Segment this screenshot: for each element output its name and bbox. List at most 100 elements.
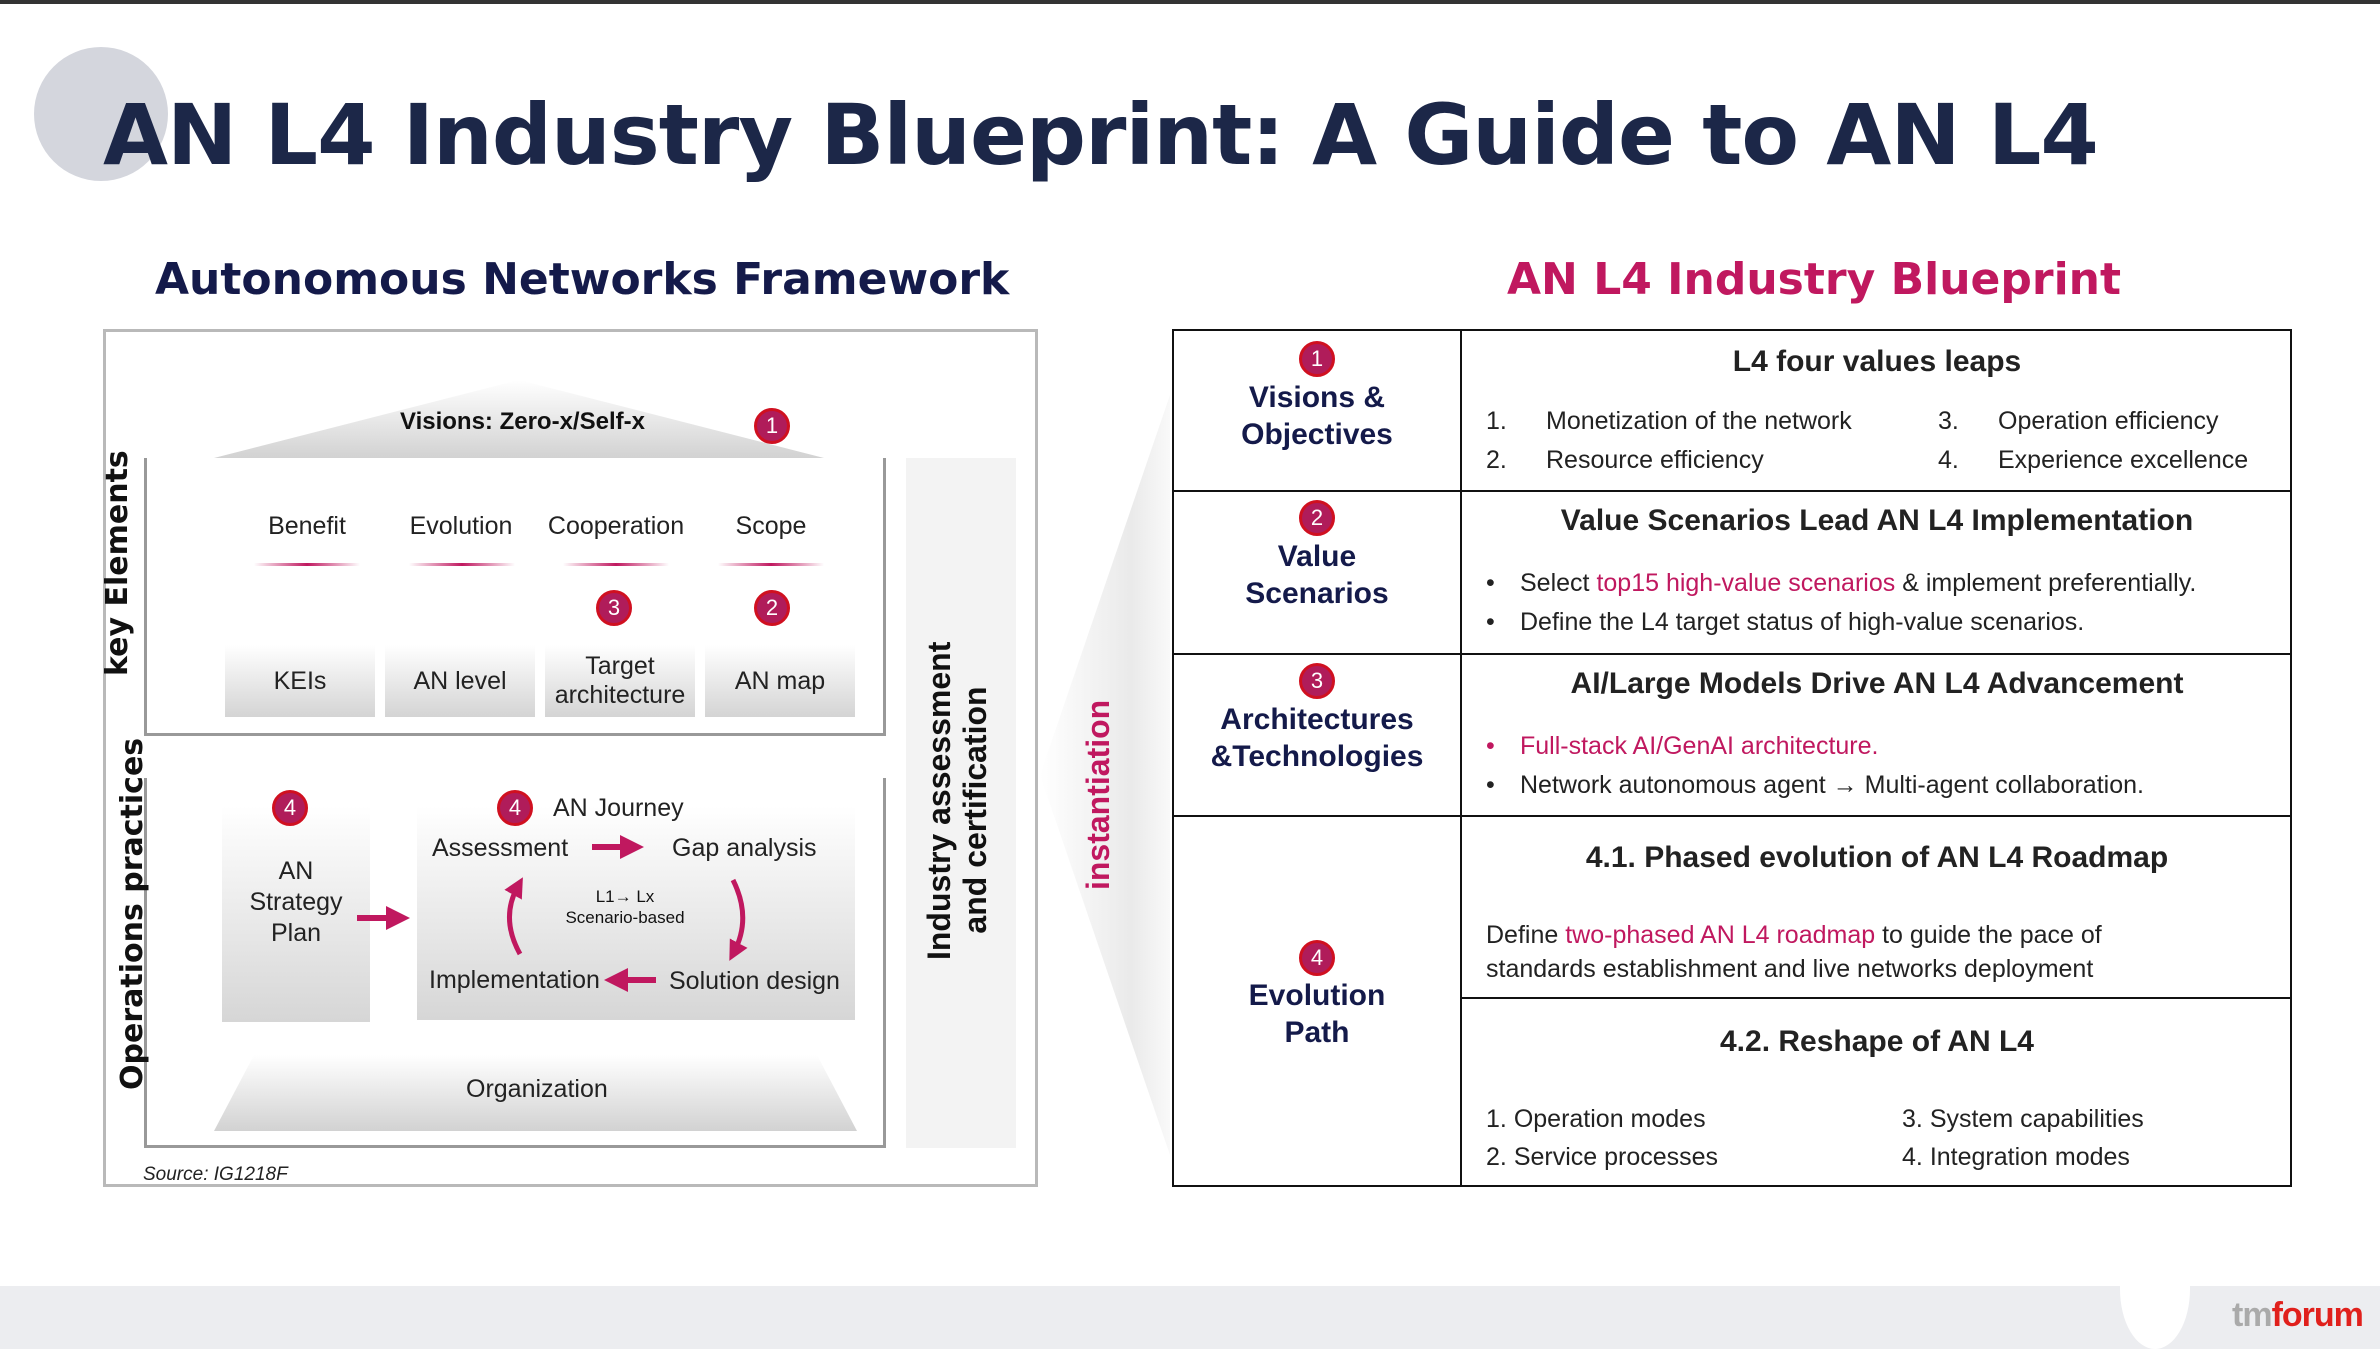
row-label-evolution: Evolution Path	[1174, 977, 1460, 1051]
industry-assessment-column	[906, 458, 1016, 1148]
key-element-target-architecture: Target architecture	[545, 645, 695, 717]
roadmap-text-part: to guide the pace of	[1875, 921, 2102, 949]
divider-line	[718, 563, 824, 566]
value-item: 4.Experience excellence	[1938, 446, 2248, 475]
strategy-plan-text: AN Strategy Plan	[222, 856, 370, 949]
key-element-benefit: Benefit	[268, 512, 346, 540]
journey-implementation: Implementation	[429, 966, 600, 994]
value-item: 2. Resource efficiency	[1486, 446, 1764, 475]
key-element-cooperation: Cooperation	[547, 512, 685, 540]
top-border	[0, 0, 2380, 4]
item-number: 3.	[1938, 407, 1959, 435]
item-number: 4.	[1938, 446, 1959, 474]
row-label-line: &Technologies	[1210, 740, 1424, 773]
badge-3: 3	[596, 590, 632, 626]
row-label-line: Value	[1277, 540, 1357, 573]
item-text: Service processes	[1513, 1143, 1719, 1171]
industry-assessment-label: Industry assessment and certification	[921, 642, 1001, 960]
roadmap-text-line2: standards establishment and live network…	[1486, 955, 2094, 983]
sub-heading-roadmap: 4.1. Phased evolution of AN L4 Roadmap	[1585, 841, 2169, 874]
badge-1: 1	[1299, 341, 1335, 377]
vision-roof	[214, 380, 824, 458]
row-heading-value-scenarios: Value Scenarios Lead AN L4 Implementatio…	[1560, 504, 2194, 537]
bullet-text: Network autonomous agent → Multi-agent c…	[1520, 771, 2144, 799]
decorative-circle	[34, 47, 168, 181]
table-row-evolution: 4 Evolution Path 4.1. Phased evolution o…	[1174, 817, 2292, 1185]
table-row-value-scenarios: 2 Value Scenarios Value Scenarios Lead A…	[1174, 492, 2290, 655]
sub-heading-reshape: 4.2. Reshape of AN L4	[1720, 1025, 2034, 1058]
reshape-item: 4. Integration modes	[1902, 1143, 2130, 1172]
journey-center-line: L1→ Lx	[595, 887, 655, 906]
logo-forum: forum	[2271, 1296, 2364, 1334]
reshape-item: 2. Service processes	[1486, 1143, 1718, 1172]
item-number: 2.	[1486, 446, 1507, 474]
item-text: System capabilities	[1929, 1105, 2144, 1133]
reshape-item: 3. System capabilities	[1902, 1105, 2144, 1134]
divider-line	[409, 563, 515, 566]
bullet-text: Full-stack AI/GenAI architecture.	[1520, 732, 1879, 760]
page-title: AN L4 Industry Blueprint: A Guide to AN …	[103, 86, 2099, 184]
badge-1: 1	[754, 408, 790, 444]
sub-row-divider	[1462, 997, 2292, 999]
strategy-plan-box	[222, 806, 370, 1022]
instantiation-label: instantiation	[1080, 699, 1116, 890]
organization-base	[214, 1055, 857, 1131]
bullet-highlight: top15 high-value scenarios	[1596, 569, 1896, 597]
bullet-icon: •	[1486, 608, 1495, 636]
item-text: Resource efficiency	[1546, 446, 1764, 474]
item-text: Monetization of the network	[1546, 407, 1852, 435]
badge-4: 4	[1299, 940, 1335, 976]
value-item: 1.Monetization of the network	[1486, 407, 1852, 436]
journey-title: AN Journey	[553, 794, 684, 822]
row-label-line: Path	[1284, 1016, 1350, 1049]
vision-label: Visions: Zero-x/Self-x	[400, 408, 645, 435]
item-text: Operation efficiency	[1998, 407, 2219, 435]
key-element-evolution: Evolution	[409, 512, 513, 540]
blueprint-title: AN L4 Industry Blueprint	[1507, 254, 2122, 305]
bullet-text: Select	[1520, 569, 1597, 597]
footer-band	[0, 1286, 2380, 1349]
roadmap-text-part: Define	[1486, 921, 1566, 949]
row-label-line: Visions &	[1248, 381, 1386, 414]
bullet-item: • Select top15 high-value scenarios & imp…	[1486, 569, 2196, 598]
tmforum-logo: tmforum	[2232, 1296, 2364, 1335]
industry-label-line: and certification	[957, 686, 993, 934]
operations-box	[144, 778, 886, 1148]
key-element-an-level: AN level	[385, 645, 535, 717]
row-label-architectures: Architectures &Technologies	[1174, 701, 1460, 775]
row-heading-architectures: AI/Large Models Drive AN L4 Advancement	[1570, 667, 2184, 700]
badge-4-journey: 4	[497, 790, 533, 826]
bullet-text: & implement preferentially.	[1895, 569, 2197, 597]
operations-label: Operations practices	[115, 737, 150, 1090]
bullet-item: •Full-stack AI/GenAI architecture.	[1486, 732, 1878, 761]
divider-line	[563, 563, 669, 566]
key-elements-label: key Elements	[100, 450, 135, 676]
item-text: Operation modes	[1513, 1105, 1706, 1133]
column-divider	[1460, 331, 1462, 1185]
row-label-line: Scenarios	[1245, 577, 1389, 610]
logo-tm: tm	[2232, 1296, 2273, 1334]
item-number: 2.	[1486, 1143, 1507, 1171]
item-text: Integration modes	[1929, 1143, 2130, 1171]
source-note: Source: IG1218F	[143, 1164, 288, 1185]
journey-solution-design: Solution design	[669, 967, 840, 995]
row-label-line: Objectives	[1241, 418, 1393, 451]
bullet-text: Define the L4 target status of high-valu…	[1520, 608, 2085, 636]
key-element-keis: KEIs	[225, 645, 375, 717]
bullet-item: • Network autonomous agent → Multi-agent …	[1486, 771, 2144, 800]
bullet-icon: •	[1486, 569, 1495, 597]
blueprint-table: 1 Visions & Objectives L4 four values le…	[1172, 329, 2292, 1187]
table-row-architectures: 3 Architectures &Technologies AI/Large M…	[1174, 655, 2290, 817]
strategy-line: Plan	[270, 919, 322, 947]
bullet-icon: •	[1486, 771, 1495, 799]
key-element-scope: Scope	[735, 512, 807, 540]
row-label-visions: Visions & Objectives	[1174, 379, 1460, 453]
roadmap-text: Define two-phased AN L4 roadmap to guide…	[1486, 921, 2102, 950]
row-heading-visions: L4 four values leaps	[1732, 345, 2022, 378]
row-label-value-scenarios: Value Scenarios	[1174, 538, 1460, 612]
strategy-line: AN	[278, 857, 314, 885]
badge-2: 2	[754, 590, 790, 626]
key-element-an-map: AN map	[705, 645, 855, 717]
journey-assessment: Assessment	[432, 834, 569, 862]
badge-2: 2	[1299, 500, 1335, 536]
